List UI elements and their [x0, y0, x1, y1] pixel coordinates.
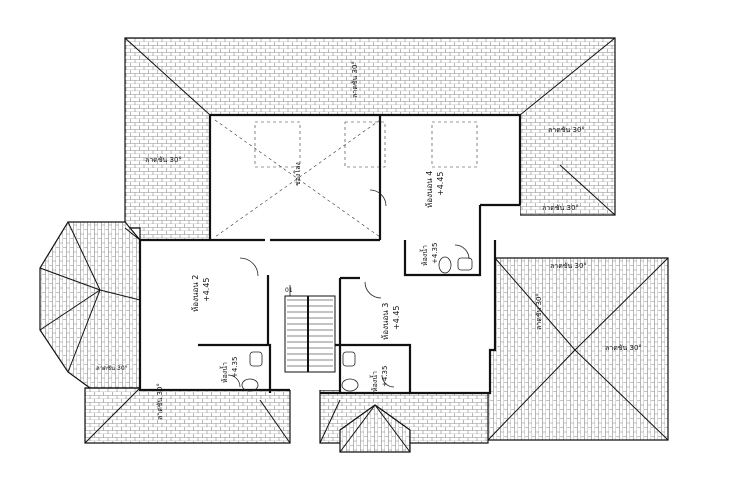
walls: [138, 113, 522, 395]
slope-note-right-mid: ลาดชัน 30°: [542, 204, 579, 212]
wc-fixtures: [241, 256, 473, 392]
slope-note-right-lower-a: ลาดชัน 30°: [550, 262, 587, 270]
roof-hip-lines: [39, 37, 669, 453]
room-label-wc-b: ห้องน้ำ: [368, 371, 379, 392]
floor-interior: [140, 115, 520, 393]
slope-note-left: ลาดชัน 30°: [145, 156, 182, 164]
slope-note-right-lower-b: ลาดชัน 30°: [535, 293, 543, 330]
room-level-bed4: +4.45: [436, 171, 445, 196]
stair-mark: 01: [285, 287, 293, 294]
room-label-bed2: ห้องนอน 2: [191, 275, 200, 312]
room-label-bed4: ห้องนอน 4: [425, 171, 434, 208]
room-level-wc-c: +4.35: [431, 243, 439, 264]
void-cross: [214, 119, 381, 238]
slope-note-right-lower-c: ลาดชัน 30°: [605, 344, 642, 352]
skylights: [254, 121, 478, 168]
slope-notes: ลาดชัน 30° ลาดชัน 30° ลาดชัน 30° ลาดชัน …: [96, 61, 642, 420]
room-label-wc-c: ห้องน้ำ: [418, 245, 429, 266]
room-level-wc-a: +4.35: [231, 357, 239, 378]
room-level-bed2: +4.45: [202, 277, 211, 302]
slope-note-left-small: ลาดชัน 30°: [96, 365, 128, 372]
room-labels: ช่องโล่ง ห้องนอน 4 +4.45 ห้องนอน 2 +4.45…: [191, 162, 445, 392]
room-level-wc-b: +4.35: [381, 366, 389, 387]
slope-note-right-upper: ลาดชัน 30°: [548, 126, 585, 134]
slope-note-top: ลาดชัน 30°: [351, 61, 359, 98]
roof-area: [39, 37, 669, 453]
stair: 01: [284, 285, 336, 373]
room-label-bed3: ห้องนอน 3: [381, 303, 390, 340]
slope-note-bottom-left: ลาดชัน 30°: [156, 383, 164, 420]
room-label-wc-a: ห้องน้ำ: [218, 362, 229, 383]
room-label-void: ช่องโล่ง: [293, 162, 302, 186]
room-level-bed3: +4.45: [392, 305, 401, 330]
door-swings: [227, 189, 470, 388]
